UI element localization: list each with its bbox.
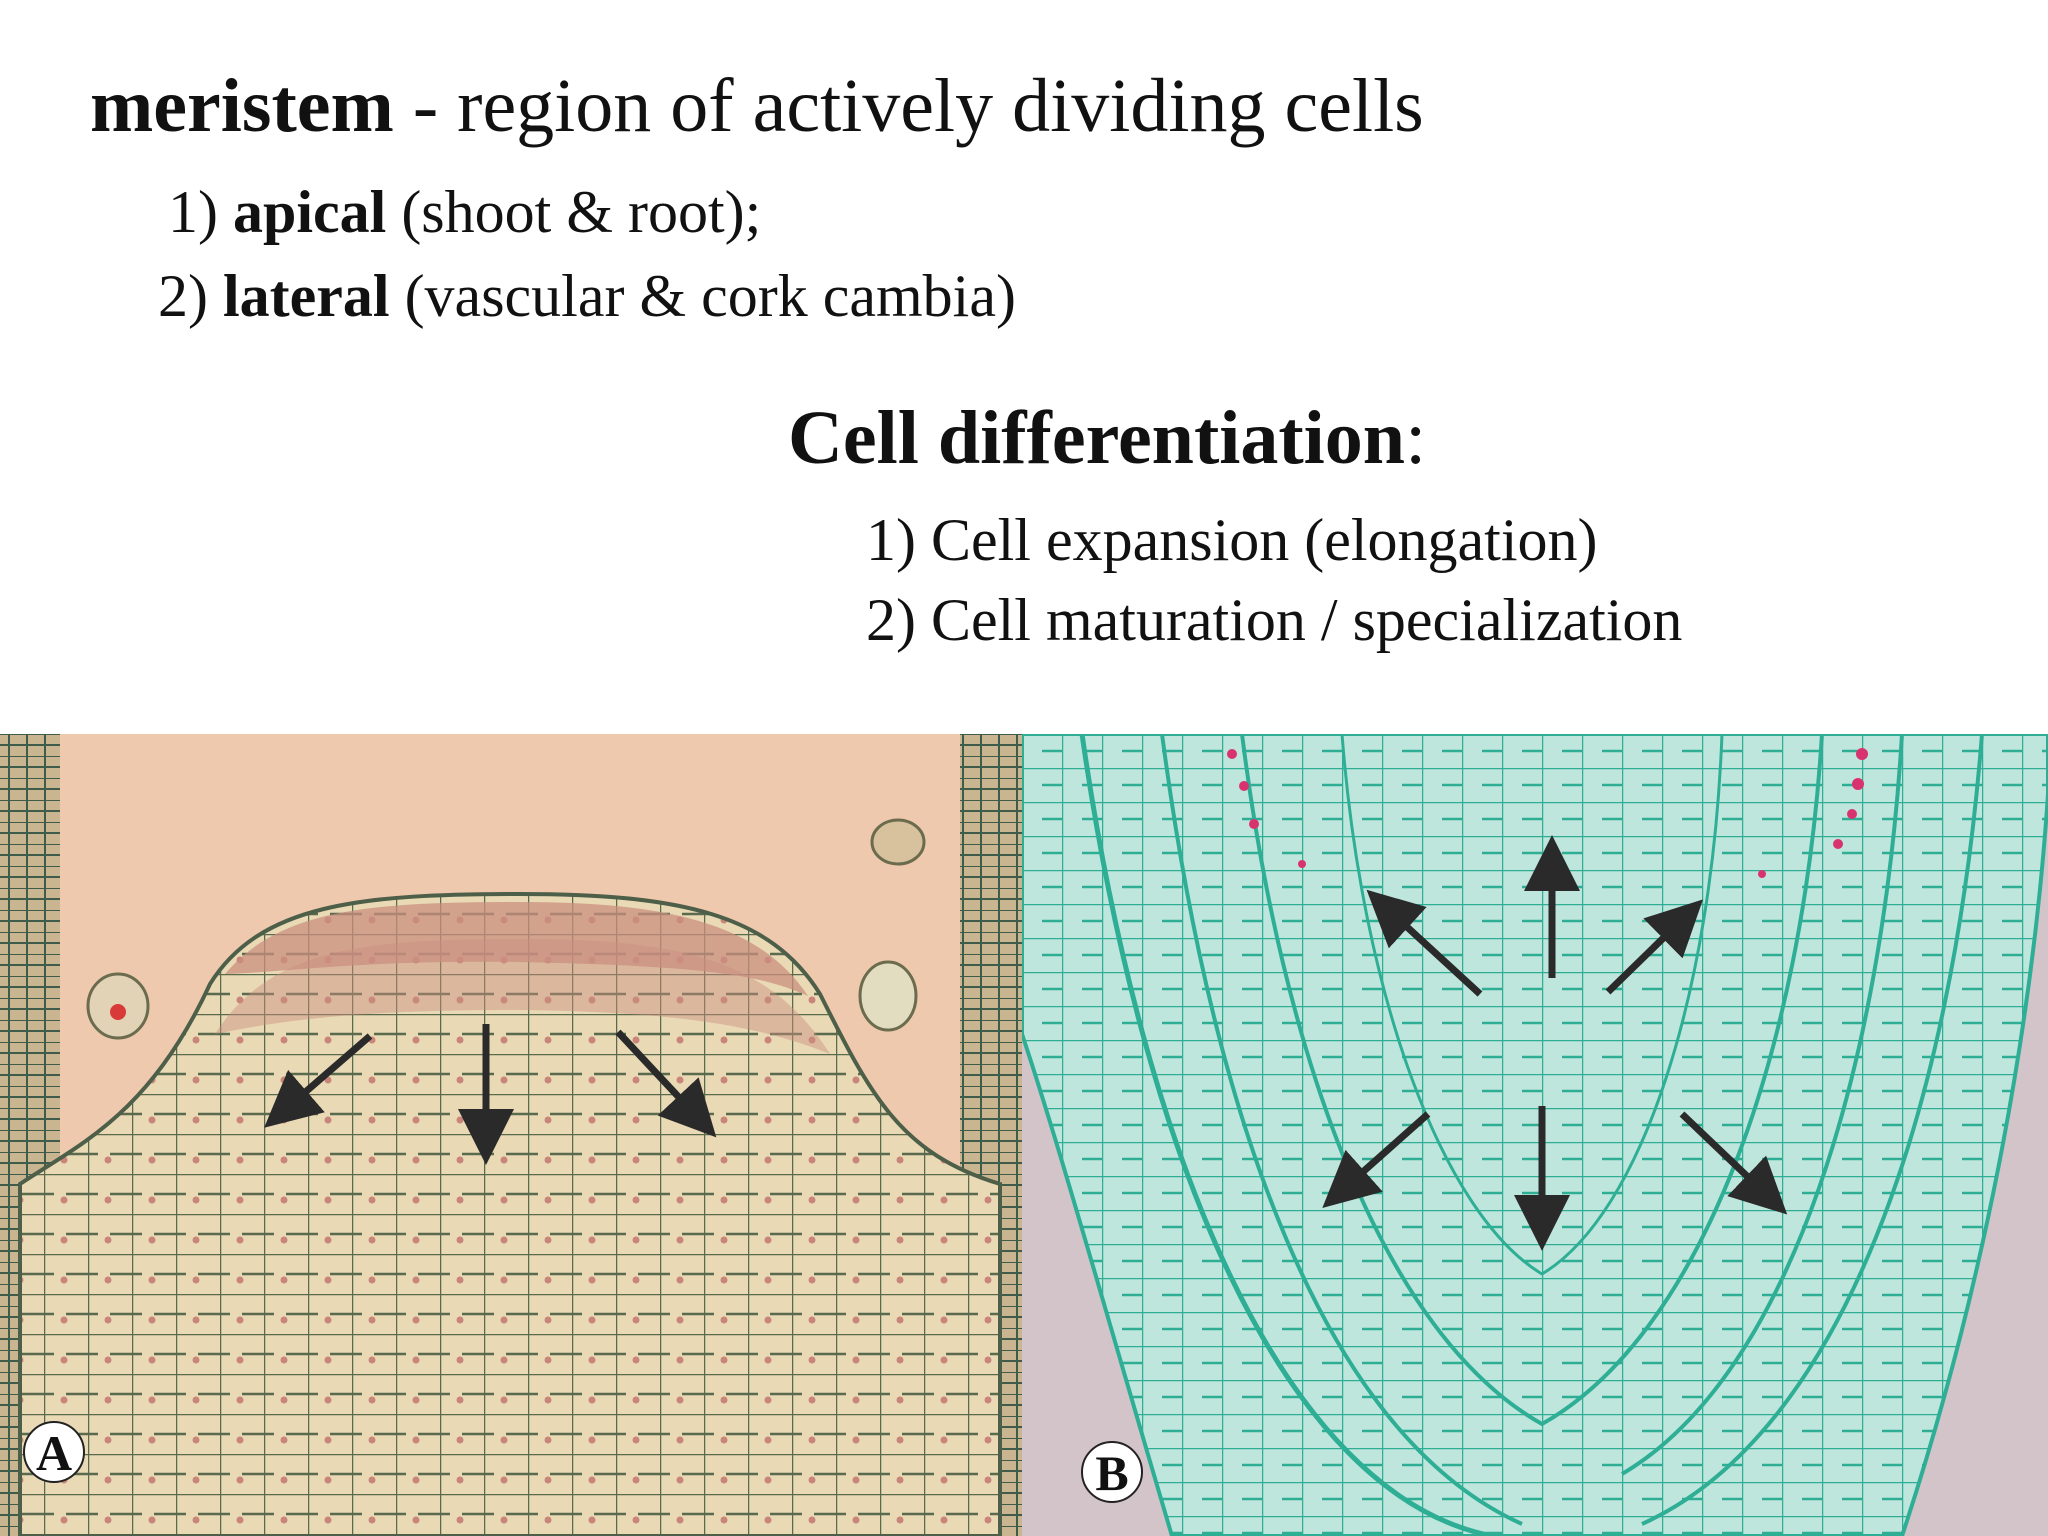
cell-differentiation-heading: Cell differentiation: [788,400,1426,476]
differentiation-item-expansion: 1) Cell expansion (elongation) [866,507,1598,573]
lateral-term: lateral [222,263,390,329]
meristem-type-lateral: 2) lateral (vascular & cork cambia) [158,266,1016,326]
meristem-definition: meristem - region of actively dividing c… [90,68,1424,144]
apical-term: apical [232,179,387,245]
meristem-term: meristem [90,64,394,148]
panel-label-a: A [36,1425,72,1481]
apical-detail: (shoot & root); [386,179,762,245]
meristem-definition-text: - region of actively dividing cells [393,64,1424,148]
list-number: 2) [158,263,223,329]
micrograph-shoot-apex: A [0,734,1022,1536]
meristem-type-apical: 1) apical (shoot & root); [168,182,761,242]
lateral-detail: (vascular & cork cambia) [389,263,1016,329]
cell-differentiation-title: Cell differentiation [788,396,1406,480]
list-number: 1) [168,179,233,245]
heading-colon: : [1405,396,1427,480]
panel-label-b: B [1095,1445,1128,1501]
differentiation-item-maturation: 2) Cell maturation / specialization [866,587,1683,653]
micrograph-root-apex: B [1022,734,2048,1536]
